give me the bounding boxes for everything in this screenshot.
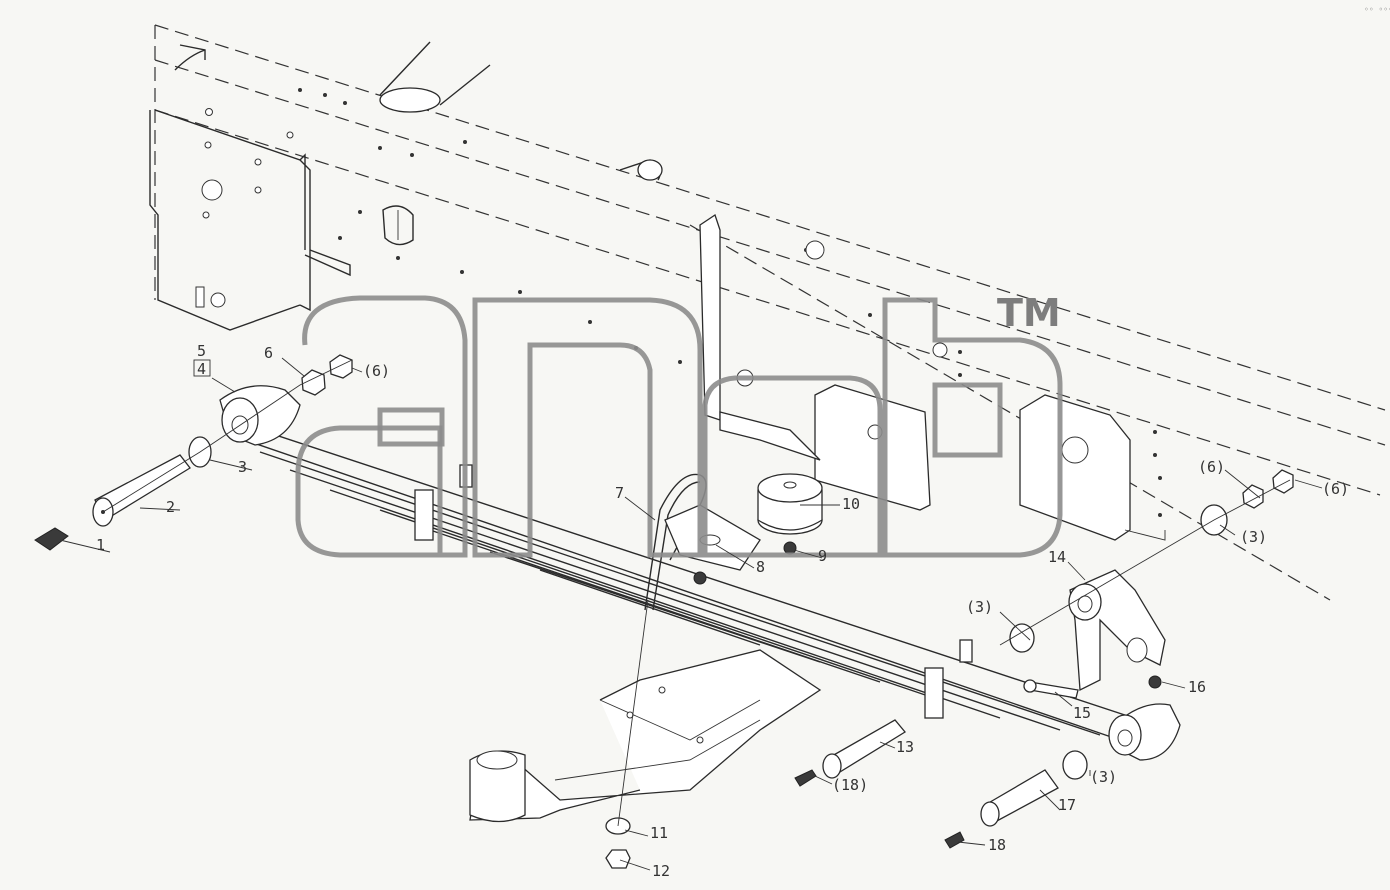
nuts-6: [301, 354, 353, 396]
callout-4: 4: [197, 360, 206, 378]
callout-6-ref-rear-b: (6): [1322, 480, 1349, 498]
grease-nipple-1: [34, 527, 69, 551]
callout-6-ref-front: (6): [363, 362, 390, 380]
front-axle: [469, 649, 822, 823]
callout-10: 10: [842, 495, 860, 513]
callout-17: 17: [1058, 796, 1076, 814]
rail-holes: [298, 88, 1162, 517]
spacer-8: [664, 504, 761, 571]
callout-13: 13: [896, 738, 914, 756]
shackle-14: [1068, 569, 1166, 692]
corner-mark: ◦◦ ◦◦◦: [1364, 5, 1390, 14]
callout-5: 5: [197, 342, 206, 360]
callout-14: 14: [1048, 548, 1066, 566]
callout-18: 18: [988, 836, 1006, 854]
callout-labels: 1 2 3 4 5 6 (6) 7 8 9 10 11 12 13 14 15 …: [96, 342, 1349, 880]
callout-12: 12: [652, 862, 670, 880]
callout-11: 11: [650, 824, 668, 842]
callout-1: 1: [96, 536, 105, 554]
callout-3-ref-rear-eye: (3): [1090, 768, 1117, 786]
callout-6-ref-rear-a: (6): [1198, 458, 1225, 476]
spring-pin-2: [92, 454, 191, 527]
pin-17-18: [944, 769, 1059, 849]
leader-lines: [59, 357, 1323, 871]
callout-7: 7: [615, 484, 624, 502]
bump-stop-9-10: [693, 473, 823, 585]
callout-4-box: [193, 359, 211, 377]
callout-6: 6: [264, 344, 273, 362]
pin-13: [794, 719, 906, 787]
callout-3-ref-bracket: (3): [1240, 528, 1267, 546]
frame-rail: [149, 24, 1386, 601]
callout-3-ref-shackle: (3): [966, 598, 993, 616]
leaf-spring: [219, 385, 1181, 761]
callout-15: 15: [1073, 704, 1091, 722]
callout-3: 3: [238, 458, 247, 476]
callout-9: 9: [818, 547, 827, 565]
watermark: TM: [295, 291, 1063, 558]
callout-2: 2: [166, 498, 175, 516]
bolt-15-16: [1023, 675, 1162, 699]
callout-18-ref: (18): [832, 776, 868, 794]
callout-8: 8: [756, 558, 765, 576]
trademark-mark: TM: [997, 291, 1061, 335]
callout-16: 16: [1188, 678, 1206, 696]
